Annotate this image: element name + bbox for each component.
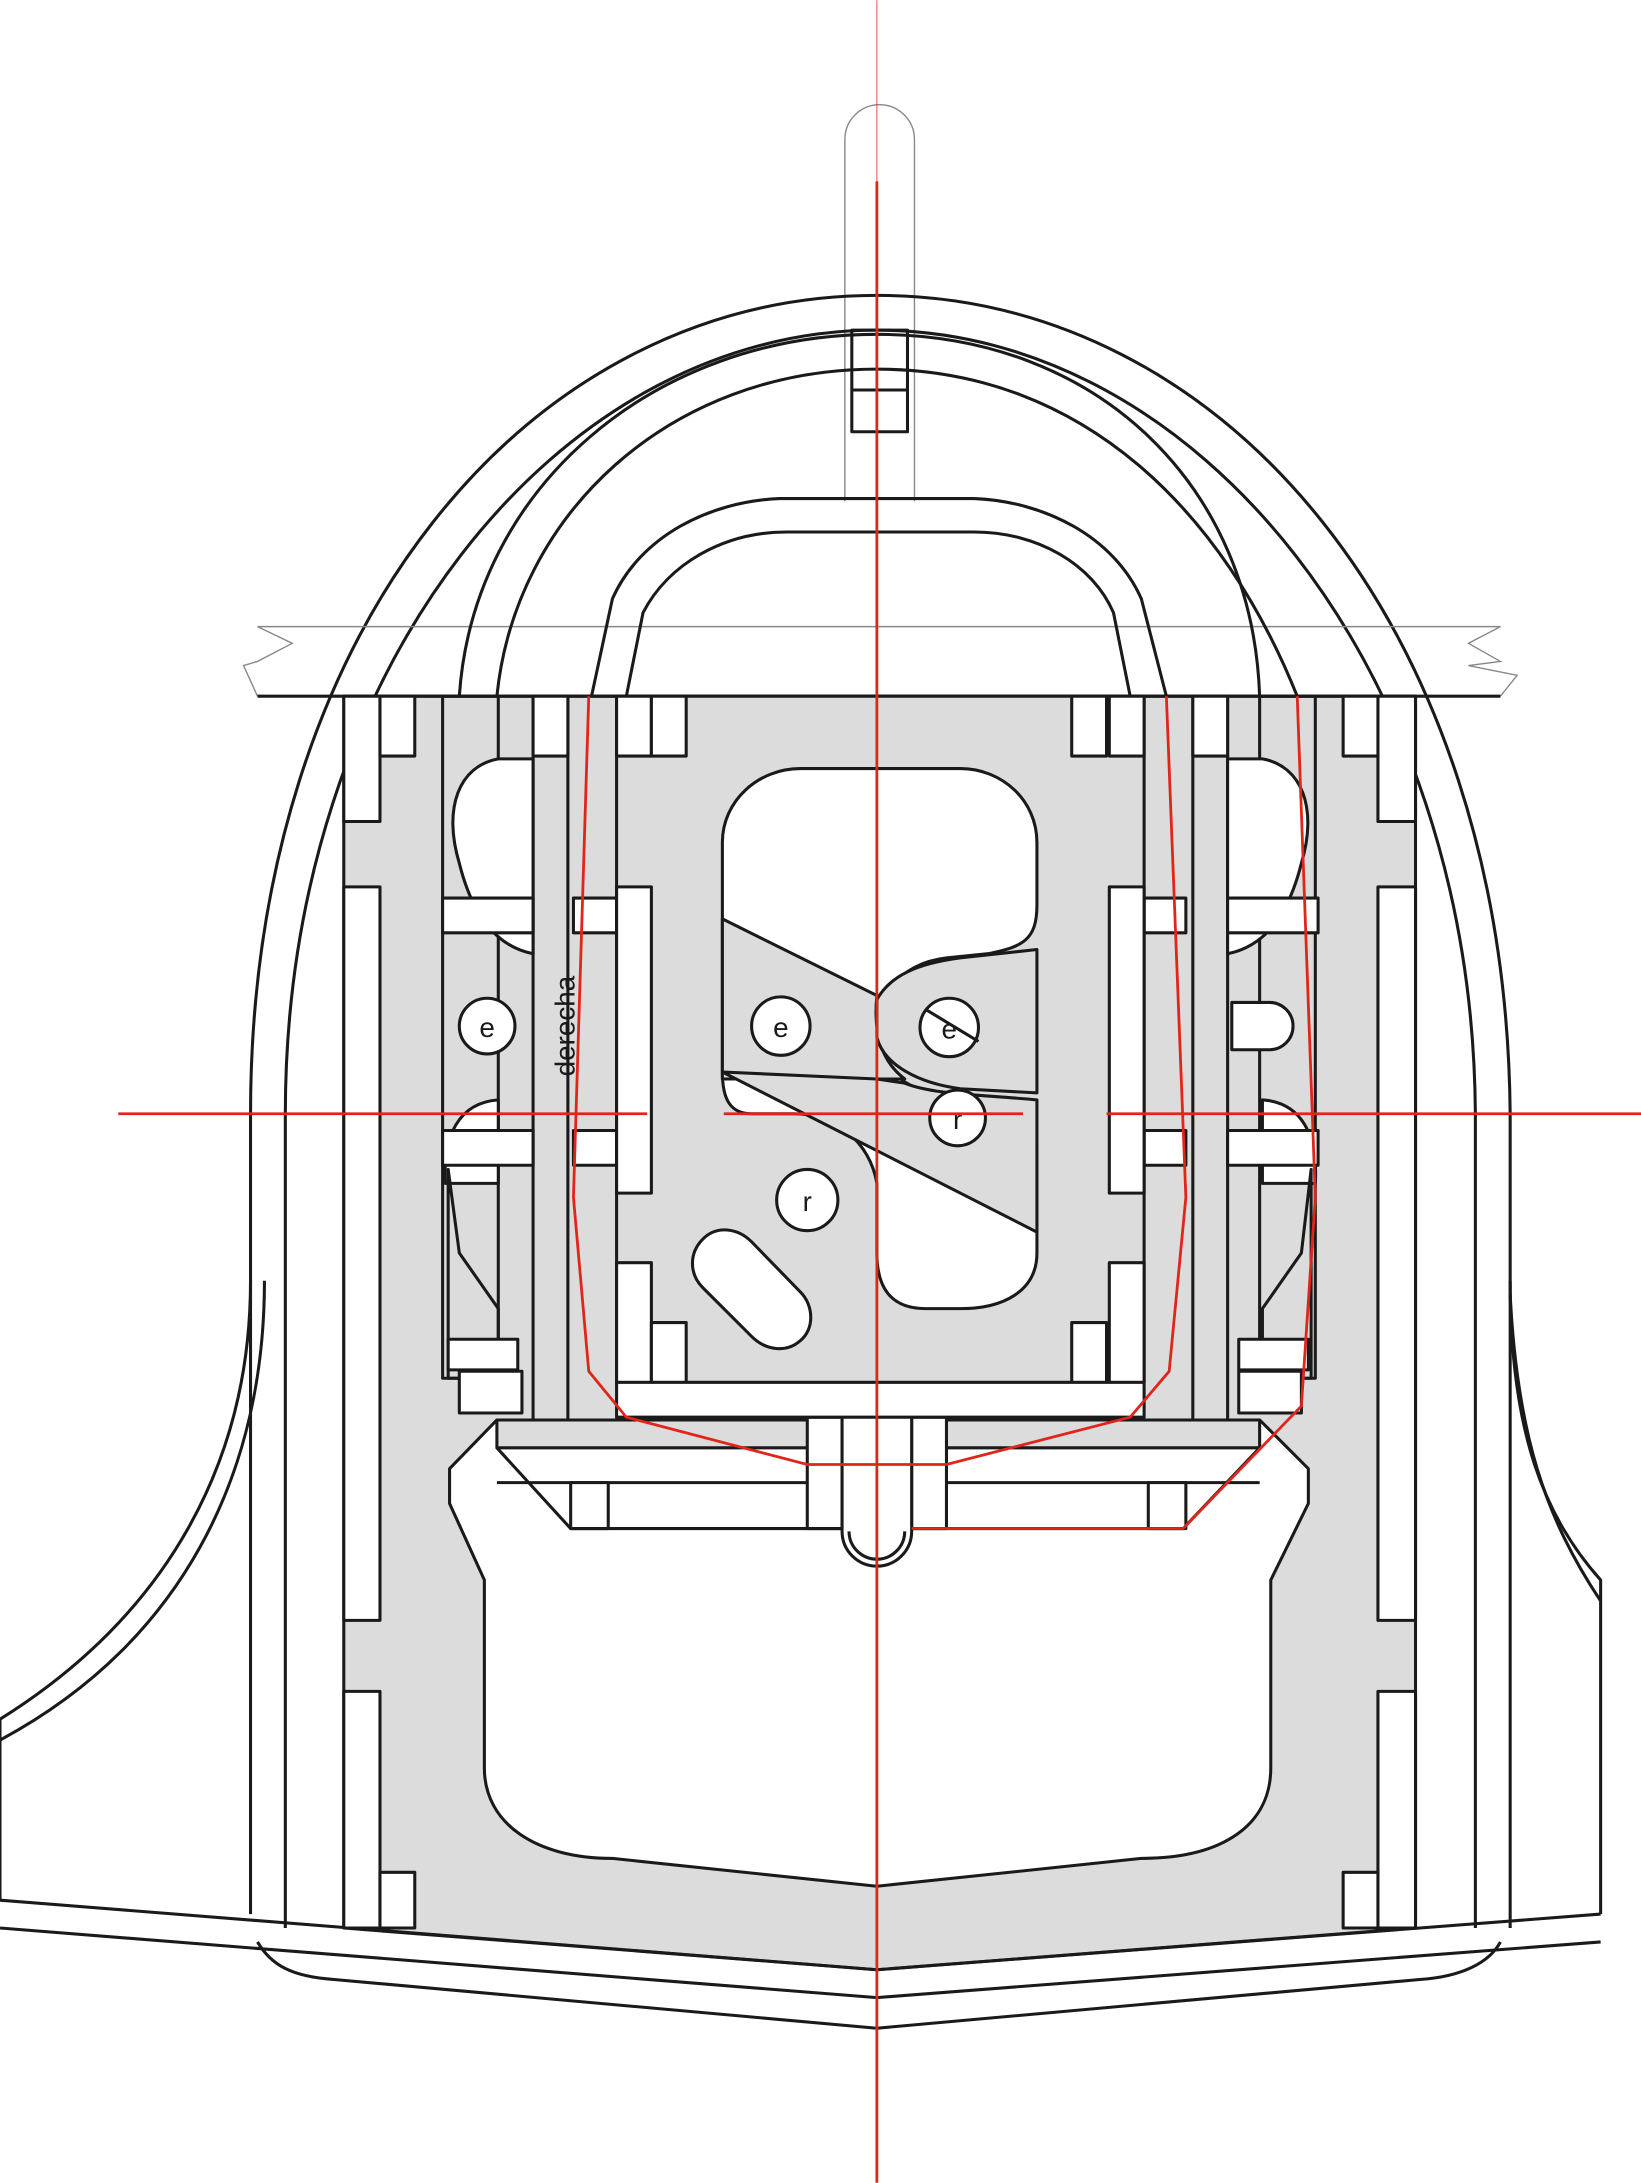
red-contour-outer [911, 696, 1317, 1530]
mark-r-upper: r [953, 1104, 962, 1135]
mark-circle-e-right [918, 996, 981, 1059]
mark-circle-r-upper [928, 1088, 987, 1148]
top-slot [844, 104, 916, 502]
side-label-derecha: derecha [550, 975, 581, 1076]
mark-r-lower: r [803, 1186, 812, 1217]
shell-left-flare [0, 1280, 266, 1742]
shell-right-flare [1508, 1294, 1602, 1602]
mark-circle-r-lower [775, 1167, 840, 1233]
lower-structure [448, 1369, 1310, 1888]
marks: e e e r r derecha [457, 975, 987, 1233]
central-plate [615, 694, 1146, 1384]
mark-e-left: e [479, 1012, 494, 1043]
red-axes [118, 0, 1641, 2183]
mark-circle-e-left [457, 996, 517, 1056]
mark-e-right: e [942, 1013, 957, 1044]
mark-circle-e-center [750, 995, 812, 1057]
mark-e-center: e [773, 1012, 788, 1043]
red-contour-inner [572, 696, 1188, 1466]
side-strips [342, 694, 1418, 1930]
cut-band [242, 625, 1519, 698]
